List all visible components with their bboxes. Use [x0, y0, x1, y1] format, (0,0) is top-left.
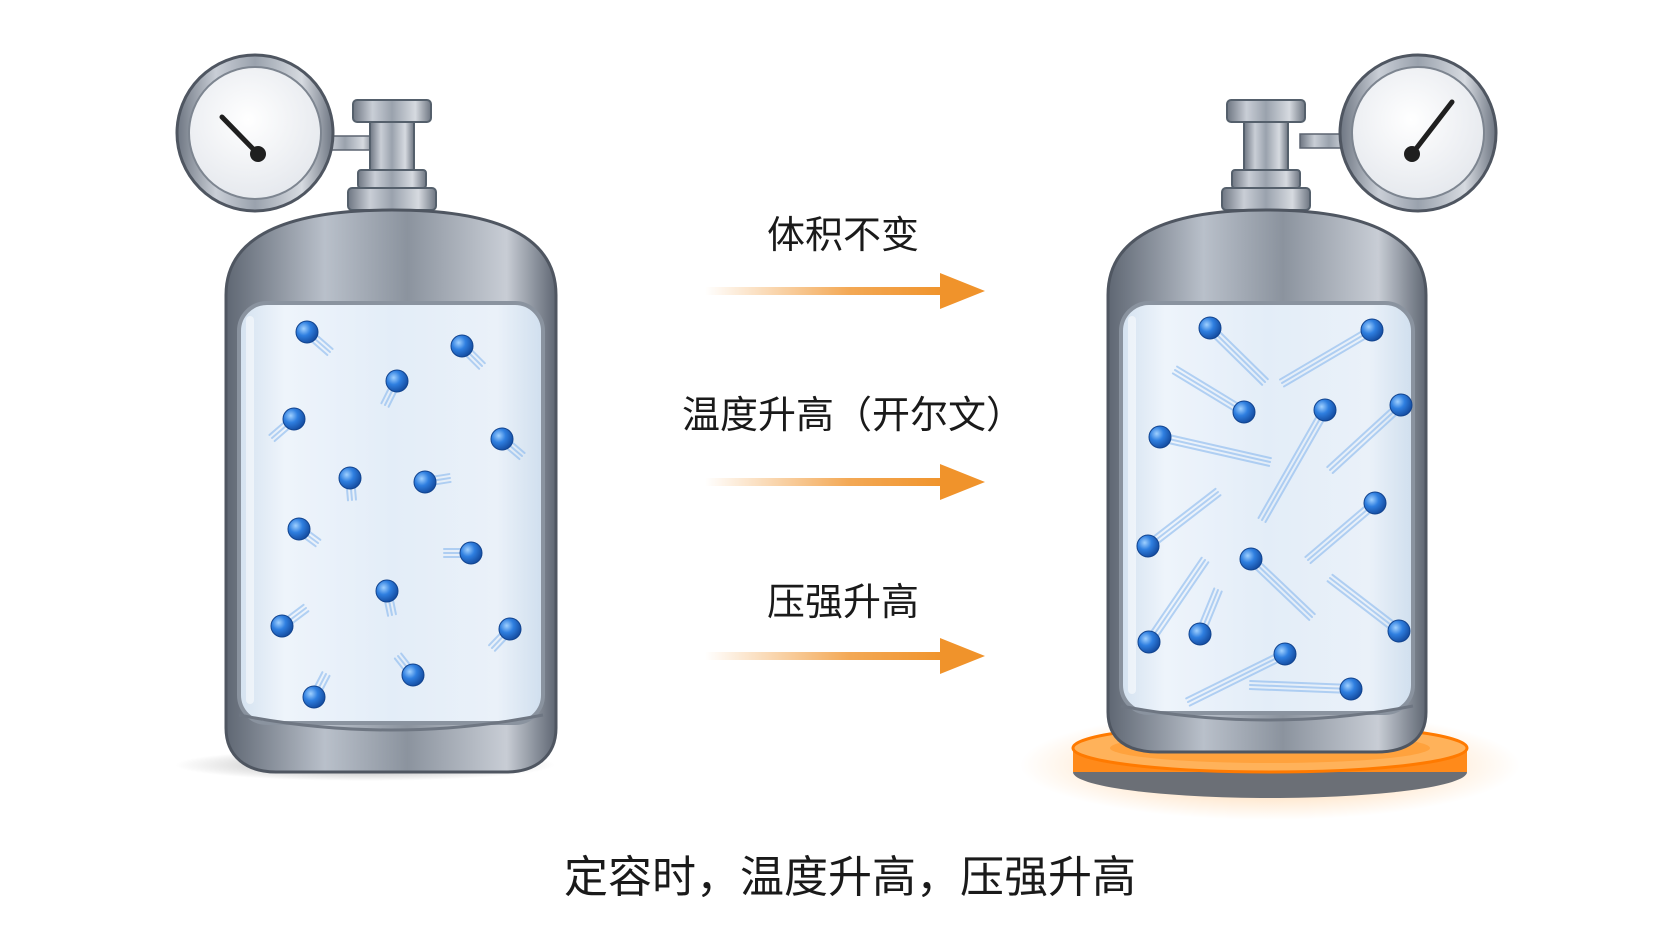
- gas-particle: [393, 652, 425, 687]
- left-glass-window: [237, 301, 545, 725]
- gas-particle: [1188, 587, 1223, 646]
- gas-particle: [1171, 365, 1256, 424]
- right-glass-window: [1119, 301, 1415, 715]
- gas-particle: [338, 466, 362, 502]
- right-pressure-gauge: [1338, 53, 1498, 213]
- gas-particle: [443, 541, 483, 565]
- arrow-pressure: [705, 638, 985, 674]
- gas-particle: [1257, 398, 1337, 523]
- gas-particle: [488, 617, 522, 652]
- left-pressure-gauge: [175, 53, 335, 213]
- gauge-needle-low: [219, 114, 261, 157]
- gas-particle: [1148, 425, 1272, 467]
- volume-label: 体积不变: [767, 213, 919, 257]
- gas-particle: [1198, 316, 1269, 386]
- pressure-label: 压强升高: [767, 580, 919, 624]
- gas-particle: [1326, 393, 1413, 474]
- gas-particle: [380, 369, 409, 408]
- pressure-row: 压强升高: [705, 580, 985, 674]
- gas-particle: [490, 427, 526, 461]
- temperature-row: 温度升高（开尔文）: [682, 393, 1024, 500]
- gas-particle: [1326, 573, 1411, 643]
- gas-particle: [268, 407, 306, 443]
- arrow-temperature: [705, 464, 985, 500]
- gas-particle: [375, 579, 399, 617]
- gas-particle: [1304, 491, 1387, 565]
- gas-particle: [1248, 677, 1363, 701]
- arrow-volume: [705, 273, 985, 309]
- gas-particle: [270, 603, 310, 638]
- left-particles: [268, 320, 526, 709]
- gas-particle: [1137, 556, 1210, 654]
- right-particles: [1136, 316, 1413, 707]
- volume-row: 体积不变: [705, 213, 985, 309]
- gas-particle: [413, 470, 452, 494]
- gas-particle: [287, 517, 322, 548]
- gas-particle: [1239, 547, 1316, 621]
- gas-particle: [1185, 642, 1297, 707]
- bottom-caption: 定容时，温度升高，压强升高: [564, 852, 1136, 903]
- gas-particle: [1278, 318, 1384, 388]
- gas-particle: [450, 334, 486, 370]
- gas-particle: [302, 671, 331, 709]
- left-cylinder: [175, 53, 558, 781]
- temperature-label: 温度升高（开尔文）: [682, 393, 1024, 437]
- left-valve: [347, 99, 437, 211]
- gas-particle: [295, 320, 334, 357]
- right-cylinder: [1020, 53, 1520, 820]
- gauge-needle-high: [1409, 99, 1455, 157]
- right-valve: [1221, 99, 1311, 211]
- gas-particle: [1136, 487, 1222, 558]
